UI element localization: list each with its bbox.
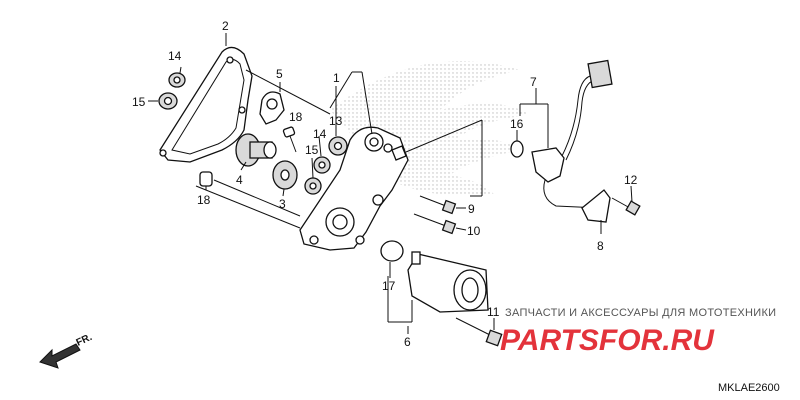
bearing-14-left	[168, 72, 186, 88]
o-ring-17	[380, 240, 404, 262]
bolt-9	[419, 195, 457, 215]
leader-lines	[148, 33, 633, 334]
callout-3: 3	[279, 197, 286, 211]
callout-14-center: 14	[313, 127, 327, 141]
callout-1: 1	[333, 71, 340, 85]
callout-5: 5	[276, 67, 283, 81]
callout-7: 7	[530, 75, 537, 89]
callout-13: 13	[329, 114, 343, 128]
gasket-part	[159, 46, 253, 163]
callout-12: 12	[624, 173, 638, 187]
front-direction-arrow: FR.	[39, 332, 94, 369]
angle-sensor-part	[531, 59, 613, 209]
reduction-gear-3	[272, 160, 298, 190]
callout-6: 6	[404, 335, 411, 349]
callout-18-upper: 18	[289, 110, 303, 124]
direction-label: FR.	[75, 332, 94, 349]
callout-9: 9	[468, 202, 475, 216]
callout-11: 11	[487, 305, 500, 319]
site-watermark: ЗАПЧАСТИ И АКСЕССУАРЫ ДЛЯ МОТОТЕХНИКИ PA…	[500, 307, 776, 357]
watermark-brand: PARTSFOR.RU	[500, 324, 715, 357]
bolt-12	[611, 197, 641, 216]
dowel-pin-18-upper	[282, 126, 296, 138]
bolt-10	[413, 213, 457, 235]
shift-motor-housing	[299, 126, 409, 251]
callout-18-lower: 18	[197, 193, 211, 207]
callout-8: 8	[597, 239, 604, 253]
callout-15-center: 15	[305, 143, 319, 157]
o-ring-16	[510, 140, 524, 158]
shift-arm-part	[259, 91, 285, 125]
callout-14-left: 14	[168, 49, 182, 63]
callout-4: 4	[236, 173, 243, 187]
reduction-gear-4	[235, 133, 277, 167]
callout-16: 16	[510, 117, 524, 131]
sensor-bracket-8	[581, 189, 611, 223]
bearing-13	[328, 136, 348, 156]
bolt-11	[455, 317, 503, 347]
bearing-14-center	[313, 156, 331, 174]
diagram-code: MKLAE2600	[718, 382, 780, 394]
shift-motor-6	[407, 251, 489, 313]
callout-2: 2	[222, 19, 229, 33]
callout-10: 10	[467, 224, 481, 238]
watermark-tagline: ЗАПЧАСТИ И АКСЕССУАРЫ ДЛЯ МОТОТЕХНИКИ	[505, 307, 776, 319]
bearing-15-center	[304, 177, 322, 195]
bearing-15-left	[158, 92, 178, 110]
dowel-pin-18-lower	[199, 171, 213, 187]
callout-17: 17	[382, 279, 396, 293]
callout-15-left: 15	[132, 95, 146, 109]
callout-labels: 2 14 15 5 18 4 3 18 1 13 14 15 7 16 12 8…	[132, 19, 638, 349]
